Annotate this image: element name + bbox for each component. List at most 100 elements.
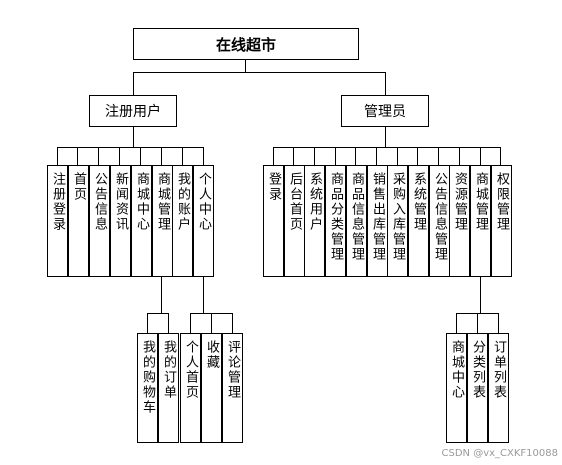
child-connector — [57, 147, 58, 165]
node-label: 系统管理 — [411, 172, 426, 232]
node-label: 个人首页 — [183, 340, 198, 400]
module-node: 登录 — [263, 165, 284, 277]
node-label: 系统用户 — [307, 172, 322, 232]
node-label: 我的购物车 — [140, 340, 155, 415]
watermark: CSDN @vx_CXKF10088 — [441, 448, 558, 459]
group-label: 管理员 — [364, 104, 406, 120]
group-connector — [133, 72, 134, 95]
sub-module-node: 评论管理 — [222, 333, 243, 443]
child-connector — [98, 147, 99, 165]
group-node-admin: 管理员 — [341, 95, 429, 127]
child-connector — [376, 147, 377, 165]
child-bus — [273, 147, 501, 148]
node-label: 我的订单 — [161, 340, 176, 400]
module-node: 注册登录 — [47, 165, 68, 277]
node-label: 销售出库管理 — [370, 172, 385, 262]
sub-module-node: 商城中心 — [446, 333, 467, 443]
node-label: 新闻资讯 — [113, 172, 128, 232]
node-label: 我的账户 — [175, 172, 190, 232]
sub-child-connector — [498, 313, 499, 333]
node-label: 公告信息管理 — [432, 172, 447, 262]
node-label: 商城中心 — [134, 172, 149, 232]
sub-child-connector — [477, 313, 478, 333]
module-node: 销售出库管理 — [367, 165, 388, 277]
module-node: 系统管理 — [408, 165, 429, 277]
node-label: 后台首页 — [287, 172, 302, 232]
module-node: 商品分类管理 — [325, 165, 346, 277]
sub-child-connector — [211, 313, 212, 333]
sub-module-node: 我的订单 — [158, 333, 179, 443]
child-connector — [182, 147, 183, 165]
sub-module-node: 收藏 — [201, 333, 222, 443]
node-label: 登录 — [266, 172, 281, 202]
module-node: 商城管理 — [152, 165, 173, 277]
sub-module-node: 订单列表 — [488, 333, 509, 443]
sub-child-connector — [190, 313, 191, 333]
child-connector — [161, 147, 162, 165]
node-label: 注册登录 — [50, 172, 65, 232]
node-label: 个人中心 — [196, 172, 211, 232]
node-label: 首页 — [71, 172, 86, 202]
module-node: 首页 — [68, 165, 89, 277]
module-node: 个人中心 — [193, 165, 214, 277]
node-label: 资源管理 — [452, 172, 467, 232]
group-down-connector — [133, 127, 134, 148]
sub-connector — [161, 277, 162, 313]
node-label: 分类列表 — [470, 340, 485, 400]
child-connector — [335, 147, 336, 165]
sub-connector — [480, 277, 481, 313]
module-node: 后台首页 — [284, 165, 305, 277]
child-connector — [480, 147, 481, 165]
sub-module-node: 我的购物车 — [137, 333, 158, 443]
group-down-connector — [385, 127, 386, 148]
module-node: 商城管理 — [470, 165, 491, 277]
sub-connector — [203, 277, 204, 313]
child-connector — [273, 147, 274, 165]
sub-child-connector — [168, 313, 169, 333]
node-label: 权限管理 — [494, 172, 509, 232]
child-connector — [314, 147, 315, 165]
module-node: 公告信息管理 — [429, 165, 450, 277]
module-node: 商城中心 — [131, 165, 152, 277]
child-connector — [293, 147, 294, 165]
sub-module-node: 个人首页 — [180, 333, 201, 443]
group-label: 注册用户 — [105, 104, 161, 120]
node-label: 商品分类管理 — [328, 172, 343, 262]
node-label: 公告信息 — [92, 172, 107, 232]
module-node: 新闻资讯 — [110, 165, 131, 277]
node-label: 订单列表 — [491, 340, 506, 400]
child-bus — [57, 147, 204, 148]
root-label: 在线超市 — [215, 35, 276, 54]
child-connector — [500, 147, 501, 165]
child-connector — [119, 147, 120, 165]
sub-child-connector — [147, 313, 148, 333]
node-label: 商城管理 — [155, 172, 170, 232]
child-connector — [77, 147, 78, 165]
node-label: 商城管理 — [473, 172, 488, 232]
node-label: 评论管理 — [225, 340, 240, 400]
child-connector — [417, 147, 418, 165]
root-bus — [133, 72, 386, 73]
child-connector — [140, 147, 141, 165]
root-node: 在线超市 — [133, 28, 359, 60]
child-connector — [438, 147, 439, 165]
child-connector — [355, 147, 356, 165]
node-label: 采购入库管理 — [390, 172, 405, 262]
module-node: 我的账户 — [172, 165, 193, 277]
group-node-registered-user: 注册用户 — [89, 95, 177, 127]
module-node: 系统用户 — [304, 165, 325, 277]
sub-module-node: 分类列表 — [467, 333, 488, 443]
module-node: 商品信息管理 — [346, 165, 367, 277]
module-node: 公告信息 — [89, 165, 110, 277]
sub-child-connector — [232, 313, 233, 333]
module-node: 权限管理 — [491, 165, 512, 277]
module-node: 资源管理 — [449, 165, 470, 277]
child-connector — [397, 147, 398, 165]
sub-child-connector — [456, 313, 457, 333]
module-node: 采购入库管理 — [387, 165, 408, 277]
child-connector — [459, 147, 460, 165]
group-connector — [385, 72, 386, 95]
node-label: 商品信息管理 — [349, 172, 364, 262]
sub-bus — [147, 313, 169, 314]
